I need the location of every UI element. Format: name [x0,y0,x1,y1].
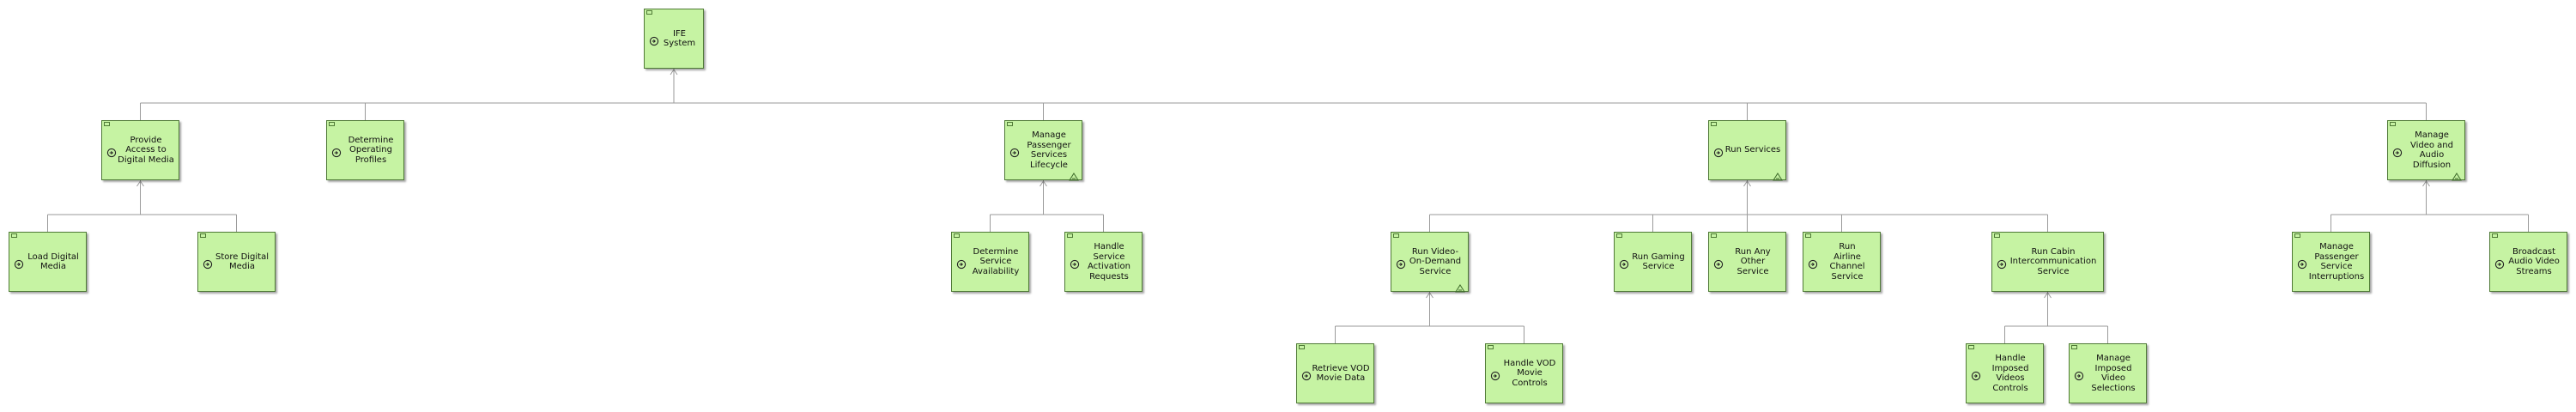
function-icon [2074,368,2084,381]
function-icon [106,145,117,158]
function-node-pad[interactable]: Provide Access to Digital Media [101,120,179,180]
function-node-ldm[interactable]: Load Digital Media [9,232,87,292]
function-icon [1619,257,1629,270]
function-icon [331,145,342,158]
function-node-label: Provide Access to Digital Media [118,135,174,165]
function-node-label: Manage Passenger Service Interruptions [2308,242,2365,282]
function-node-label: Handle VOD Movie Controls [1503,358,1556,388]
function-icon [2392,145,2403,158]
function-node-sdm[interactable]: Store Digital Media [197,232,276,292]
connector-arrowhead [2044,292,2052,299]
node-corner-tab [11,233,17,238]
decomposition-triangle-icon [1773,168,1783,181]
function-node-rcis[interactable]: Run Cabin Intercommunication Service [1991,232,2104,292]
function-node-rvmd[interactable]: Retrieve VOD Movie Data [1296,343,1374,403]
connector-arrowhead [1743,180,1751,187]
function-icon [1490,368,1500,381]
function-node-raos[interactable]: Run Any Other Service [1708,232,1786,292]
node-corner-tab [104,122,110,126]
function-node-label: Run Airline Channel Service [1829,242,1865,282]
function-node-hvmc[interactable]: Handle VOD Movie Controls [1485,343,1563,403]
connector-arrowhead [1426,292,1433,299]
function-node-hsa[interactable]: Handle Service Activation Requests [1064,232,1143,292]
function-node-label: Run Gaming Service [1632,251,1685,272]
node-corner-tab [1488,345,1494,349]
decomposition-triangle-icon [1069,168,1079,181]
function-icon [649,33,659,46]
function-node-label: Handle Imposed Videos Controls [1991,354,2029,393]
function-icon [1009,145,1020,158]
function-node-label: Store Digital Media [215,251,270,272]
function-node-mps[interactable]: Manage Passenger Services Lifecycle [1004,120,1082,181]
function-icon [1301,368,1312,381]
function-node-label: Run Video- On-Demand Service [1409,246,1462,276]
function-icon [1808,257,1818,270]
node-corner-tab [646,10,652,15]
connector-arrowhead [670,69,678,76]
function-icon [1713,257,1724,270]
function-icon [1997,257,2007,270]
function-icon [14,257,24,270]
function-icon [1713,145,1724,158]
node-corner-tab [1393,233,1399,238]
function-node-rgs[interactable]: Run Gaming Service [1614,232,1692,292]
function-node-label: IFE System [663,28,696,49]
function-icon [1070,257,1080,270]
node-corner-tab [2294,233,2300,238]
node-corner-tab [1994,233,2000,238]
node-corner-tab [200,233,206,238]
node-corner-tab [1805,233,1811,238]
function-node-label: Run Cabin Intercommunication Service [2009,246,2097,276]
node-corner-tab [329,122,335,126]
node-corner-tab [2492,233,2498,238]
function-node-mpsi[interactable]: Manage Passenger Service Interruptions [2292,232,2370,292]
node-corner-tab [2390,122,2396,126]
function-node-hivc[interactable]: Handle Imposed Videos Controls [1966,343,2044,403]
function-node-label: Manage Imposed Video Selections [2091,354,2136,393]
function-node-rs[interactable]: Run Services [1708,120,1786,181]
node-corner-tab [954,233,960,238]
connector-arrowhead [1039,180,1047,187]
function-node-mva[interactable]: Manage Video and Audio Diffusion [2387,120,2465,181]
node-corner-tab [1616,233,1622,238]
node-corner-tab [1711,122,1717,126]
decomposition-triangle-icon [1455,280,1465,293]
function-icon [2297,257,2307,270]
function-node-label: Retrieve VOD Movie Data [1312,363,1370,384]
function-node-dsa[interactable]: Determine Service Availability [951,232,1029,292]
function-node-label: Broadcast Audio Video Streams [2508,246,2560,276]
function-node-label: Run Any Other Service [1735,246,1771,276]
function-node-bavs[interactable]: Broadcast Audio Video Streams [2489,232,2567,292]
function-node-mivs[interactable]: Manage Imposed Video Selections [2069,343,2147,403]
connector-arrowhead [136,180,144,187]
node-corner-tab [1968,345,1974,349]
node-corner-tab [1067,233,1073,238]
function-node-rvod[interactable]: Run Video- On-Demand Service [1391,232,1469,293]
node-corner-tab [1299,345,1305,349]
function-icon [2494,257,2505,270]
function-node-label: Determine Operating Profiles [348,135,394,165]
function-node-label: Manage Passenger Services Lifecycle [1027,130,1071,170]
function-icon [203,257,213,270]
function-node-label: Run Services [1724,145,1781,155]
function-node-label: Manage Video and Audio Diffusion [2409,130,2453,170]
function-node-ife[interactable]: IFE System [644,9,704,69]
function-node-label: Handle Service Activation Requests [1087,242,1131,282]
node-corner-tab [1711,233,1717,238]
decomposition-triangle-icon [2452,168,2462,181]
function-node-label: Load Digital Media [27,251,79,272]
function-node-dop[interactable]: Determine Operating Profiles [326,120,404,180]
function-icon [956,257,967,270]
function-node-racs[interactable]: Run Airline Channel Service [1803,232,1881,292]
connector-arrowhead [2422,180,2430,187]
node-corner-tab [1007,122,1013,126]
function-icon [1396,257,1406,270]
function-node-label: Determine Service Availability [972,246,1020,276]
node-corner-tab [2071,345,2077,349]
function-icon [1971,368,1981,381]
